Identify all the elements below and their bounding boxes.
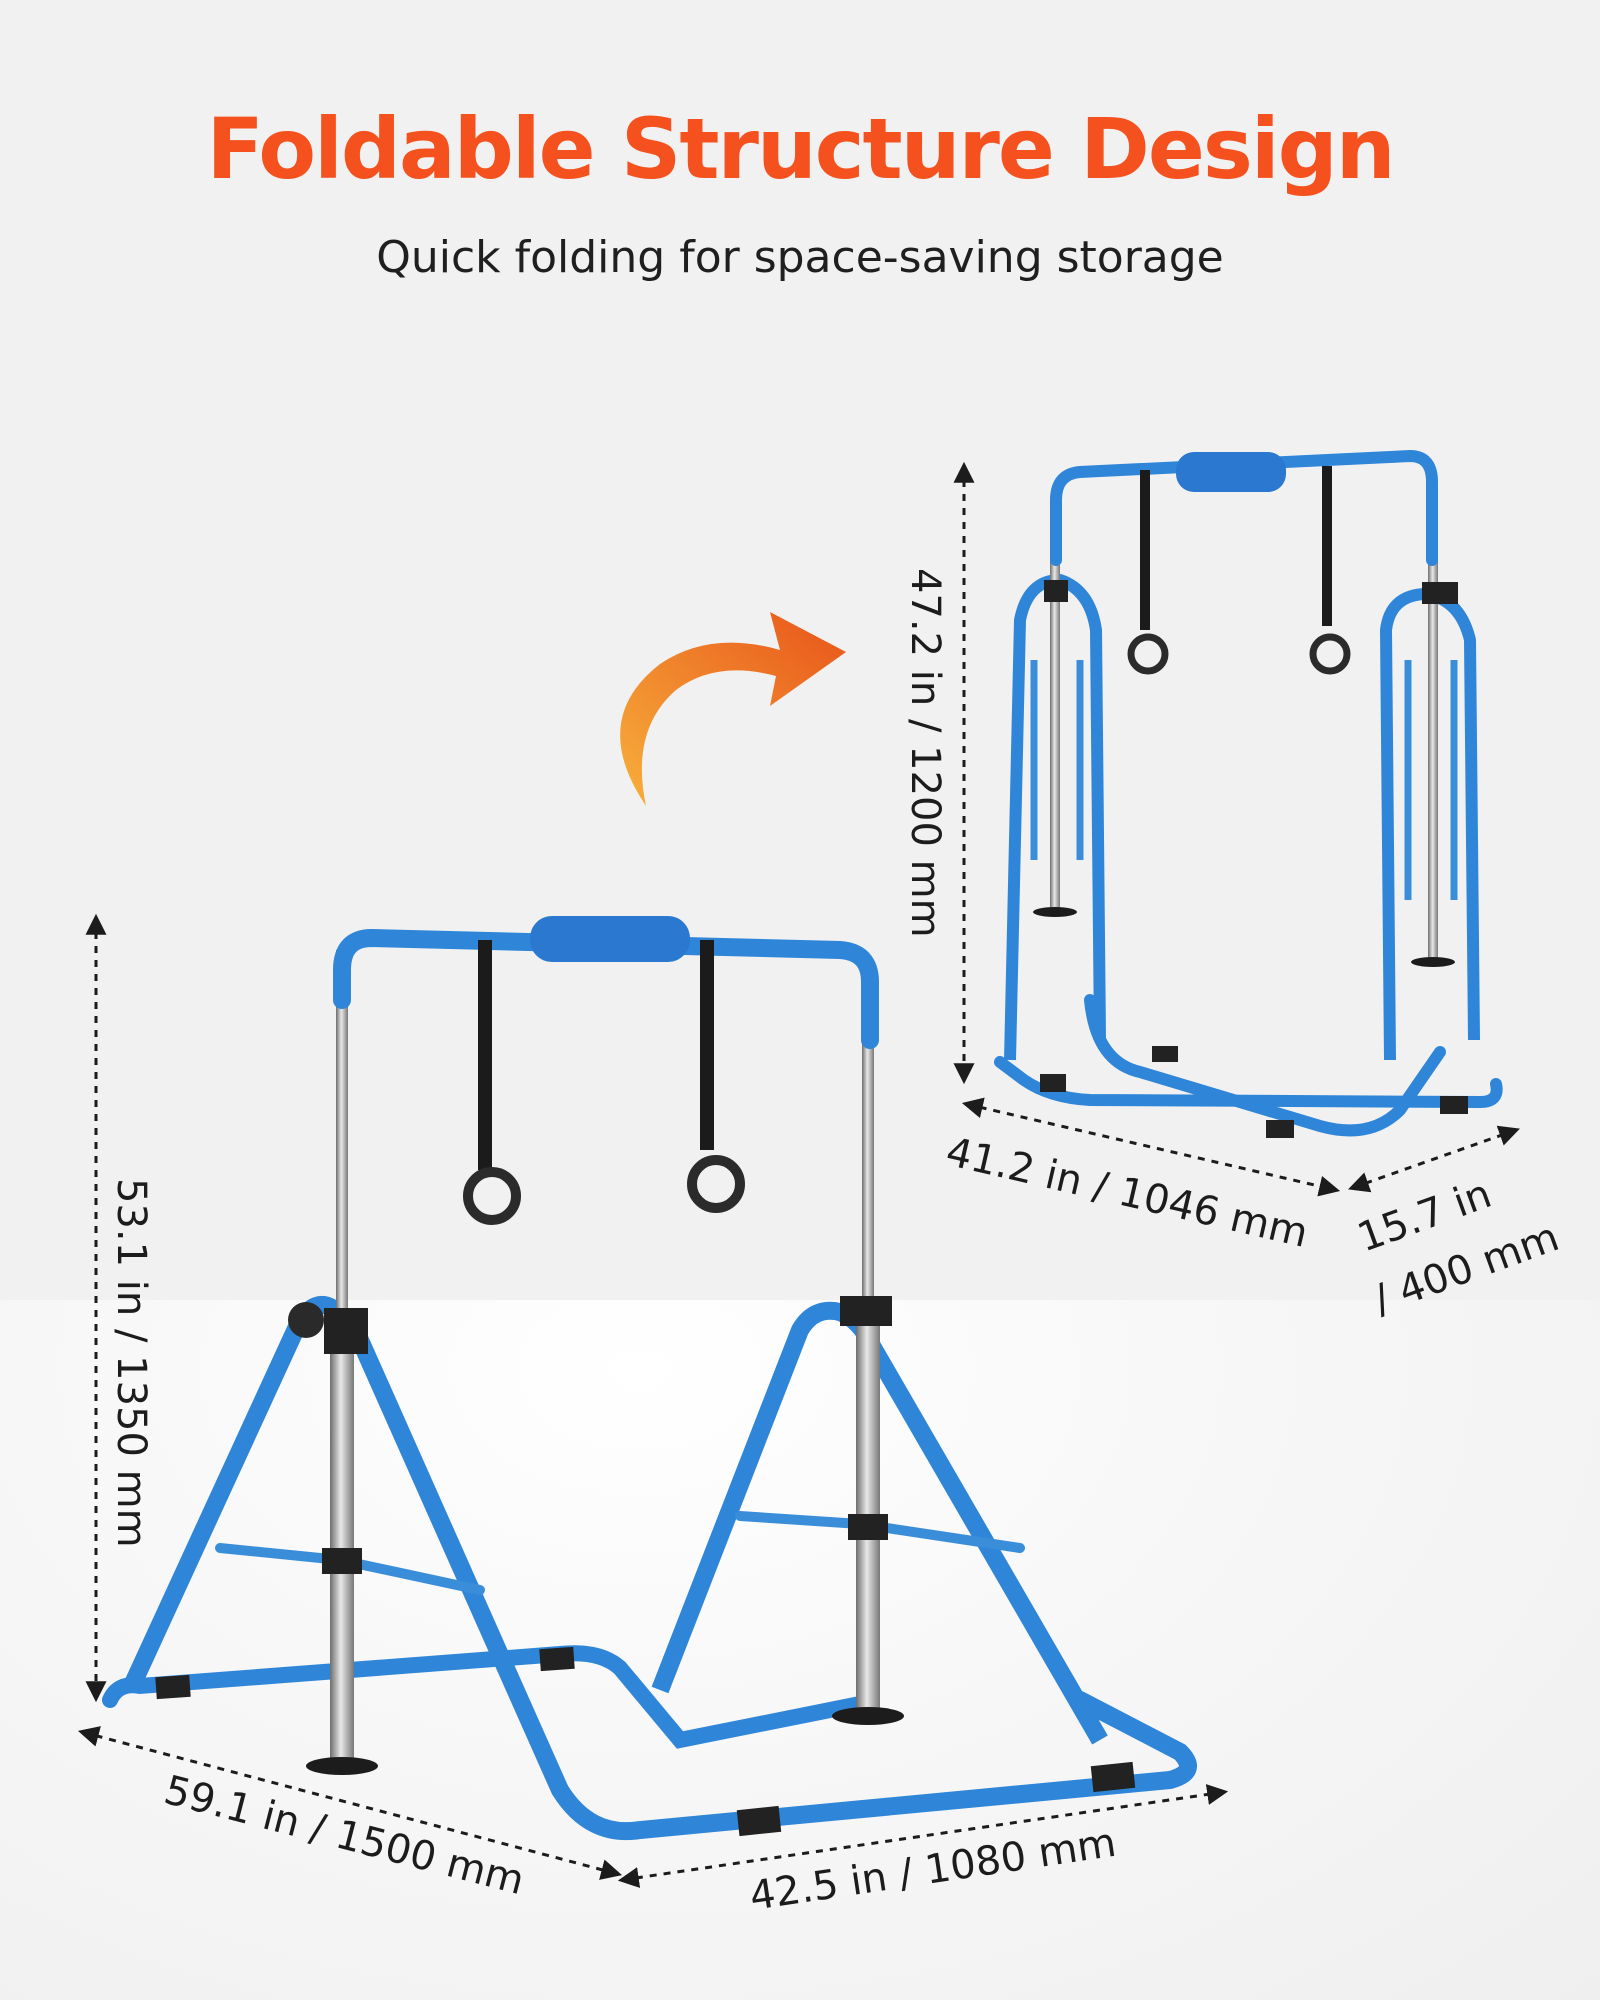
left-strap [478, 940, 492, 1170]
folded-width-line [1348, 1125, 1520, 1193]
right-strap [700, 940, 714, 1150]
right-lower-pole [856, 1300, 880, 1710]
unfolded-length-label: 59.1 in / 1500 mm [159, 1767, 528, 1904]
left-lower-pole [330, 1330, 354, 1760]
unfolded-height-label: 53.1 in / 1350 mm [108, 1178, 154, 1548]
unfolded-bar [102, 916, 1197, 1841]
left-knob [288, 1302, 324, 1338]
right-brace-clamp [848, 1514, 888, 1540]
rubber-sleeve [1152, 1046, 1178, 1062]
folded-right-foot [1411, 957, 1455, 967]
right-foot-pad [832, 1707, 904, 1725]
folded-length-label: 41.2 in / 1046 mm [942, 1129, 1312, 1257]
folded-height-label: 47.2 in / 1200 mm [902, 568, 948, 938]
rubber-sleeve [1440, 1096, 1468, 1114]
folded-left-strap [1140, 470, 1150, 630]
rubber-sleeve [155, 1674, 191, 1700]
folded-right-pole [1428, 560, 1438, 960]
dimension-lines [77, 461, 1520, 1888]
rubber-sleeve [539, 1646, 575, 1672]
page-title: Foldable Structure Design [206, 100, 1395, 198]
folded-left-pole [1050, 560, 1060, 910]
unfolded-width-line [617, 1784, 1229, 1888]
left-foot-pad [306, 1757, 378, 1775]
left-clamp [324, 1308, 368, 1354]
folded-foam-pad [1176, 452, 1286, 492]
base-rear-tube [102, 1645, 868, 1749]
folded-left-brace [1030, 660, 1084, 860]
rubber-sleeve [1040, 1074, 1066, 1092]
rubber-sleeve [1266, 1120, 1294, 1138]
folded-left-clamp [1044, 580, 1068, 602]
folded-left-ring [1127, 633, 1169, 675]
rubber-sleeve [736, 1805, 782, 1837]
folded-right-strap [1322, 466, 1332, 626]
folded-right-ring [1309, 633, 1351, 675]
right-gymnastic-ring [687, 1155, 745, 1213]
left-brace-clamp [322, 1548, 362, 1574]
folded-right-brace [1404, 660, 1458, 900]
page-subtitle: Quick folding for space-saving storage [376, 232, 1224, 283]
folded-bar [994, 449, 1503, 1138]
left-gymnastic-ring [463, 1167, 521, 1225]
folded-right-clamp [1422, 582, 1458, 604]
curved-arrow-icon [620, 612, 846, 806]
unfolded-length-line [77, 1726, 623, 1880]
rubber-sleeve [1090, 1761, 1136, 1793]
right-upper-pole [862, 1040, 874, 1300]
folded-left-foot [1033, 907, 1077, 917]
left-upper-pole [336, 950, 348, 1320]
right-clamp [840, 1296, 892, 1326]
top-bar-foam-pad [530, 916, 690, 962]
